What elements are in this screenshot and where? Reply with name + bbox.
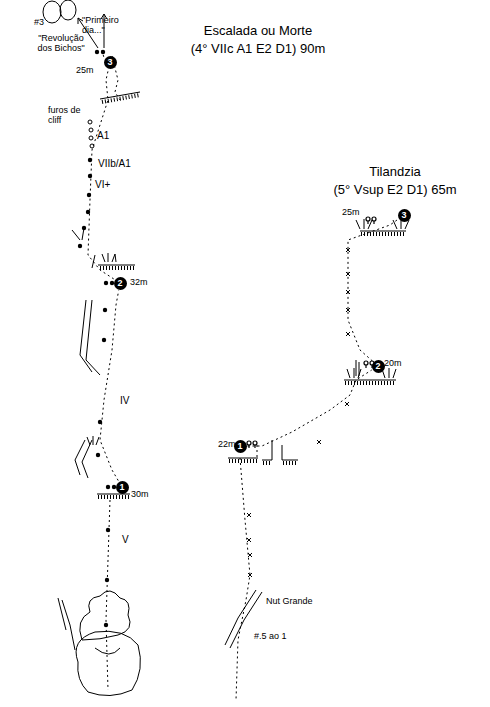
topo-label: 30m: [131, 490, 149, 500]
route-title: (4° VIIc A1 E2 D1) 90m: [191, 42, 326, 56]
topo-label: 25m: [342, 208, 360, 218]
topo-label: 32m: [130, 278, 148, 288]
topo-label: 22m: [218, 440, 236, 450]
topo-label: "Primeiro dia...": [82, 16, 128, 36]
topo-label: 25m: [76, 66, 94, 76]
route-line: [348, 219, 398, 361]
topo-label: #.5 ao 1: [254, 632, 287, 642]
topo-label: V: [122, 534, 129, 545]
topo-label: 20m: [384, 359, 402, 369]
belay-number: 3: [107, 58, 112, 67]
belay-circle: 3: [398, 209, 411, 222]
belay-number: 2: [117, 279, 122, 288]
route-line: [248, 370, 372, 446]
topo-label: #3: [34, 18, 44, 28]
route-title: (5° Vsup E2 D1) 65m: [334, 183, 457, 197]
topo-label: IV: [120, 395, 129, 406]
belay-circle: 2: [372, 360, 385, 373]
topo-label: VIIb/A1: [98, 158, 131, 169]
belay-circle: 1: [234, 440, 247, 453]
belay-number: 1: [237, 442, 242, 451]
topo-label: furos de cliff: [48, 106, 88, 126]
route-line: [100, 290, 119, 480]
belay-circle: 3: [104, 56, 117, 69]
topo-label: Nut Grande: [266, 597, 313, 607]
route-title: Escalada ou Morte: [204, 24, 312, 38]
route-line: [88, 69, 114, 279]
topo-label: "Revolução dos Bichos": [30, 34, 92, 54]
topo-label: A1: [97, 130, 109, 141]
belay-number: 1: [119, 483, 124, 492]
belay-number: 2: [375, 362, 380, 371]
belay-number: 3: [401, 211, 406, 220]
belay-circle: 2: [114, 277, 127, 290]
topo-label: VI+: [95, 179, 110, 190]
belay-circle: 1: [116, 481, 129, 494]
route-title: Tilandzia: [369, 165, 421, 179]
